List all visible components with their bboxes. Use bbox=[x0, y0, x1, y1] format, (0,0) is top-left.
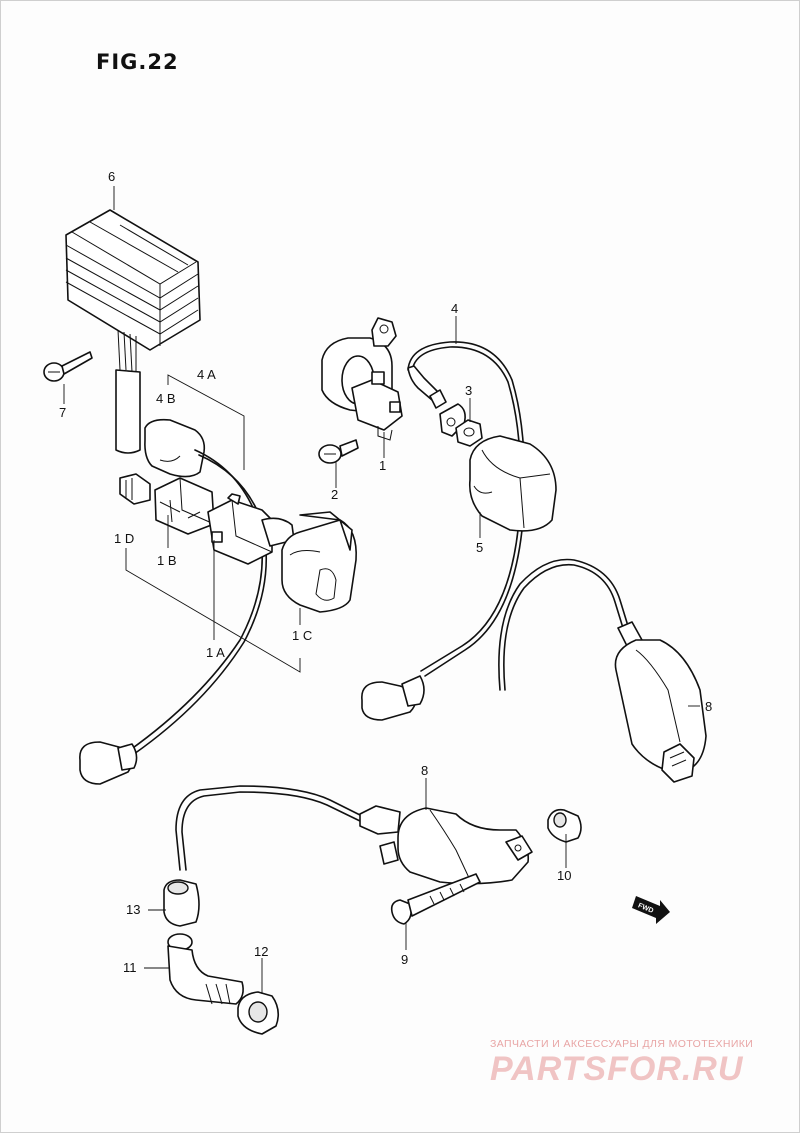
nut-3[interactable] bbox=[455, 419, 483, 447]
callout-1d: 1 D bbox=[114, 531, 134, 546]
callout-1a: 1 A bbox=[206, 645, 225, 660]
callout-8-upper: 8 bbox=[705, 699, 712, 714]
figure-title: FIG.22 bbox=[96, 50, 179, 74]
ignitor-assembly[interactable] bbox=[79, 374, 357, 785]
bolt-9[interactable] bbox=[390, 873, 481, 925]
callout-1: 1 bbox=[379, 458, 386, 473]
screw-2[interactable] bbox=[318, 439, 359, 464]
boot-cover-5[interactable] bbox=[468, 435, 557, 532]
starter-solenoid[interactable] bbox=[321, 317, 403, 441]
callout-11: 11 bbox=[123, 960, 137, 975]
callout-12: 12 bbox=[254, 944, 268, 959]
high-tension-cord-4[interactable] bbox=[361, 341, 526, 721]
callout-1c: 1 C bbox=[292, 628, 312, 643]
callout-6: 6 bbox=[108, 169, 115, 184]
callout-1b: 1 B bbox=[157, 553, 177, 568]
ignition-coil-center[interactable] bbox=[175, 785, 533, 885]
callout-13: 13 bbox=[126, 902, 140, 917]
spacer-10[interactable] bbox=[547, 808, 582, 843]
callout-8-center: 8 bbox=[421, 763, 428, 778]
callout-4a: 4 A bbox=[197, 367, 216, 382]
watermark-logo: PARTSFOR.RU bbox=[490, 1050, 744, 1088]
callout-4: 4 bbox=[451, 301, 458, 316]
ignition-coil-upper[interactable] bbox=[498, 558, 707, 783]
callout-10: 10 bbox=[557, 868, 571, 883]
cap-12[interactable] bbox=[237, 991, 280, 1035]
regulator-rectifier[interactable] bbox=[65, 209, 201, 454]
callout-5: 5 bbox=[476, 540, 483, 555]
elbow-boot-11[interactable] bbox=[167, 933, 244, 1005]
callout-9: 9 bbox=[401, 952, 408, 967]
grommet-13[interactable] bbox=[163, 879, 200, 927]
callout-4b: 4 B bbox=[156, 391, 176, 406]
fwd-arrow: FWD bbox=[632, 896, 670, 924]
callout-3: 3 bbox=[465, 383, 472, 398]
screw-7[interactable] bbox=[43, 351, 93, 382]
callout-2: 2 bbox=[331, 487, 338, 502]
watermark-tagline: ЗАПЧАСТИ И АКСЕССУАРЫ ДЛЯ МОТОТЕХНИКИ bbox=[490, 1038, 754, 1050]
callout-7: 7 bbox=[59, 405, 66, 420]
